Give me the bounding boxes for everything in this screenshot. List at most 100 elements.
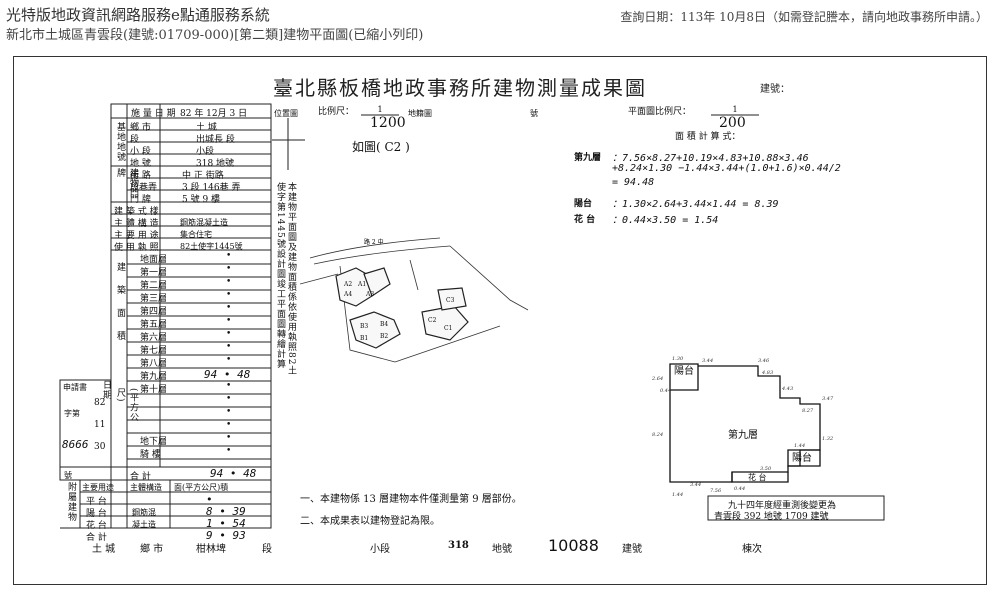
floor-row-label: 第七層 xyxy=(140,346,168,356)
floor-row-value: • xyxy=(226,394,232,404)
floor-row-value: • xyxy=(226,303,232,313)
appendix-header: 面(平方公尺)積 xyxy=(174,483,229,492)
site-plan-label: 位置圖 xyxy=(274,109,298,118)
land-row-label: 段 xyxy=(130,135,140,145)
footer-town-suffix: 鄉 市 xyxy=(140,544,164,555)
appendix-header: 主體構造 xyxy=(130,483,162,492)
scale1-tag: 地籍圖 xyxy=(408,109,432,118)
fp-balcony-bottom: 陽台 xyxy=(792,451,812,464)
plan-scale-fraction: 1 xyxy=(711,105,759,116)
calc-row-value: = 94.48 xyxy=(612,177,655,188)
plan-scale-denominator: 200 xyxy=(719,115,746,131)
total-label: 合 計 xyxy=(130,472,151,482)
floor-row-value: • xyxy=(226,329,232,339)
misc-row-value: 集合住宅 xyxy=(180,230,212,239)
site-lot-code: C1 xyxy=(444,325,452,332)
land-row-label: 地 號 xyxy=(130,159,151,169)
floor-row-value: • xyxy=(226,277,232,287)
fp-balcony-top: 陽台 xyxy=(674,364,694,377)
footer-lot: 318 xyxy=(448,540,469,551)
floor-row-label: 第二層 xyxy=(140,281,168,291)
land-row-value: 出城長 段 xyxy=(196,135,235,145)
application-number: 8666 xyxy=(62,438,89,451)
appendix-struct: 凝土造 xyxy=(132,520,156,529)
site-lot-code: B3 xyxy=(360,323,368,330)
floor-row-value: • xyxy=(226,433,232,443)
misc-row-label: 主 體 構 造 xyxy=(114,219,159,229)
document-title: 臺北縣板橋地政事務所建物測量成果圖 xyxy=(273,76,647,100)
fp-dimension: 3.44 xyxy=(690,482,701,488)
calc-row-label: 花 台 xyxy=(574,215,596,225)
scale1-numerator: 1 xyxy=(377,105,382,114)
appendix-area: 1 • 54 xyxy=(206,517,246,530)
floor-row-label: 第十層 xyxy=(140,385,168,395)
floor-row-label: 騎 樓 xyxy=(140,450,161,460)
appendix-area: 8 • 39 xyxy=(206,505,246,518)
floor-row-value: • xyxy=(226,355,232,365)
scale1-label: 比例尺： xyxy=(318,107,355,117)
appendix-group-label: 附屬建物 xyxy=(66,482,76,522)
fp-dimension: 8.24 xyxy=(652,432,663,438)
land-row-value: 小段 xyxy=(196,147,215,157)
misc-row-label: 使 用 執 照 xyxy=(114,243,159,253)
footer-section: 柑林埤 xyxy=(196,544,226,555)
survey-date-label: 施 量 日 期 xyxy=(131,109,176,119)
site-lot-code: A3 xyxy=(365,291,374,298)
floor-row-label: 第六層 xyxy=(140,333,168,343)
floor-row-value: • xyxy=(226,342,232,352)
application-year: 82 xyxy=(94,398,106,408)
floor-row-label: 第八層 xyxy=(140,359,168,369)
land-row-label: 鄉 市 xyxy=(130,123,151,133)
revision-note-1: 九十四年度經重測後變更為 xyxy=(728,501,837,511)
site-lot-code: B2 xyxy=(380,333,388,340)
addr-row-value: 中 正 街路 xyxy=(182,171,224,181)
build-no-label: 建號： xyxy=(760,84,790,95)
floor-row-label: 第一層 xyxy=(140,268,168,278)
footer-sheet: 棟次 xyxy=(742,544,762,555)
misc-row-label: 主 要 用 途 xyxy=(114,231,159,241)
fp-dimension: 4.43 xyxy=(781,386,793,392)
addr-row-value: 5 號 9 樓 xyxy=(182,195,221,205)
note-1: 一、本建物係 13 層建物本件僅測量第 9 層部份。 xyxy=(300,494,522,505)
site-lot-code: A2 xyxy=(343,281,352,288)
footer-section-suffix: 段 xyxy=(262,544,272,555)
number-label: 號 xyxy=(530,109,538,118)
appendix-use: 陽 台 xyxy=(86,509,107,519)
site-lot-code: B1 xyxy=(360,335,368,342)
site-lot-code: B4 xyxy=(380,321,388,328)
scale1-fraction: 1 xyxy=(361,105,399,116)
floor-row-value: • xyxy=(226,290,232,300)
application-day: 30 xyxy=(94,442,106,452)
zi-label: 字第 xyxy=(64,409,80,418)
floor-row-label: 第四層 xyxy=(140,307,168,317)
fp-dimension: 0.44 xyxy=(660,388,671,394)
floor-row-value: • xyxy=(226,420,232,430)
plan-scale-numerator: 1 xyxy=(732,105,737,114)
floor-row-label: 地面層 xyxy=(140,255,168,265)
fp-dimension: 3.44 xyxy=(702,358,713,364)
addr-row-value: 3 段 146巷 弄 xyxy=(182,183,241,193)
fp-dimension: 3.47 xyxy=(822,396,834,402)
site-lot-code: C2 xyxy=(428,317,437,324)
appendix-struct: 鋼筋混 xyxy=(132,508,156,517)
area-group-label: 建築面積 xyxy=(115,262,125,354)
footer-build-suffix: 建號 xyxy=(622,544,642,555)
appendix-use: 平 台 xyxy=(86,497,107,507)
fp-floor9: 第九層 xyxy=(728,428,758,441)
calc-row-label: 陽台 xyxy=(574,199,593,209)
date-label: 日期 xyxy=(101,380,111,400)
addr-row-label: 段巷弄 xyxy=(130,183,158,193)
appendix-header: 主要用途 xyxy=(82,483,114,492)
floor-row-label: 第九層 xyxy=(140,372,168,382)
unit-label: (平方公尺) xyxy=(115,388,138,423)
document-subtitle: 新北市土城區青雲段(建號:01709-000)[第二類]建物平面圖(已縮小列印) xyxy=(6,28,424,43)
application-month: 11 xyxy=(94,420,106,430)
fp-dimension: 8.27 xyxy=(802,408,814,414)
misc-row-value: 82土使字1445號 xyxy=(180,242,243,251)
fp-dimension: 2.64 xyxy=(651,376,663,382)
plan-scale-label: 平面圖比例尺： xyxy=(628,107,692,117)
fp-dimension: 1.44 xyxy=(794,443,805,449)
calc-row-value: ：7.56×8.27+10.19×4.83+10.88×3.46 xyxy=(612,153,809,164)
